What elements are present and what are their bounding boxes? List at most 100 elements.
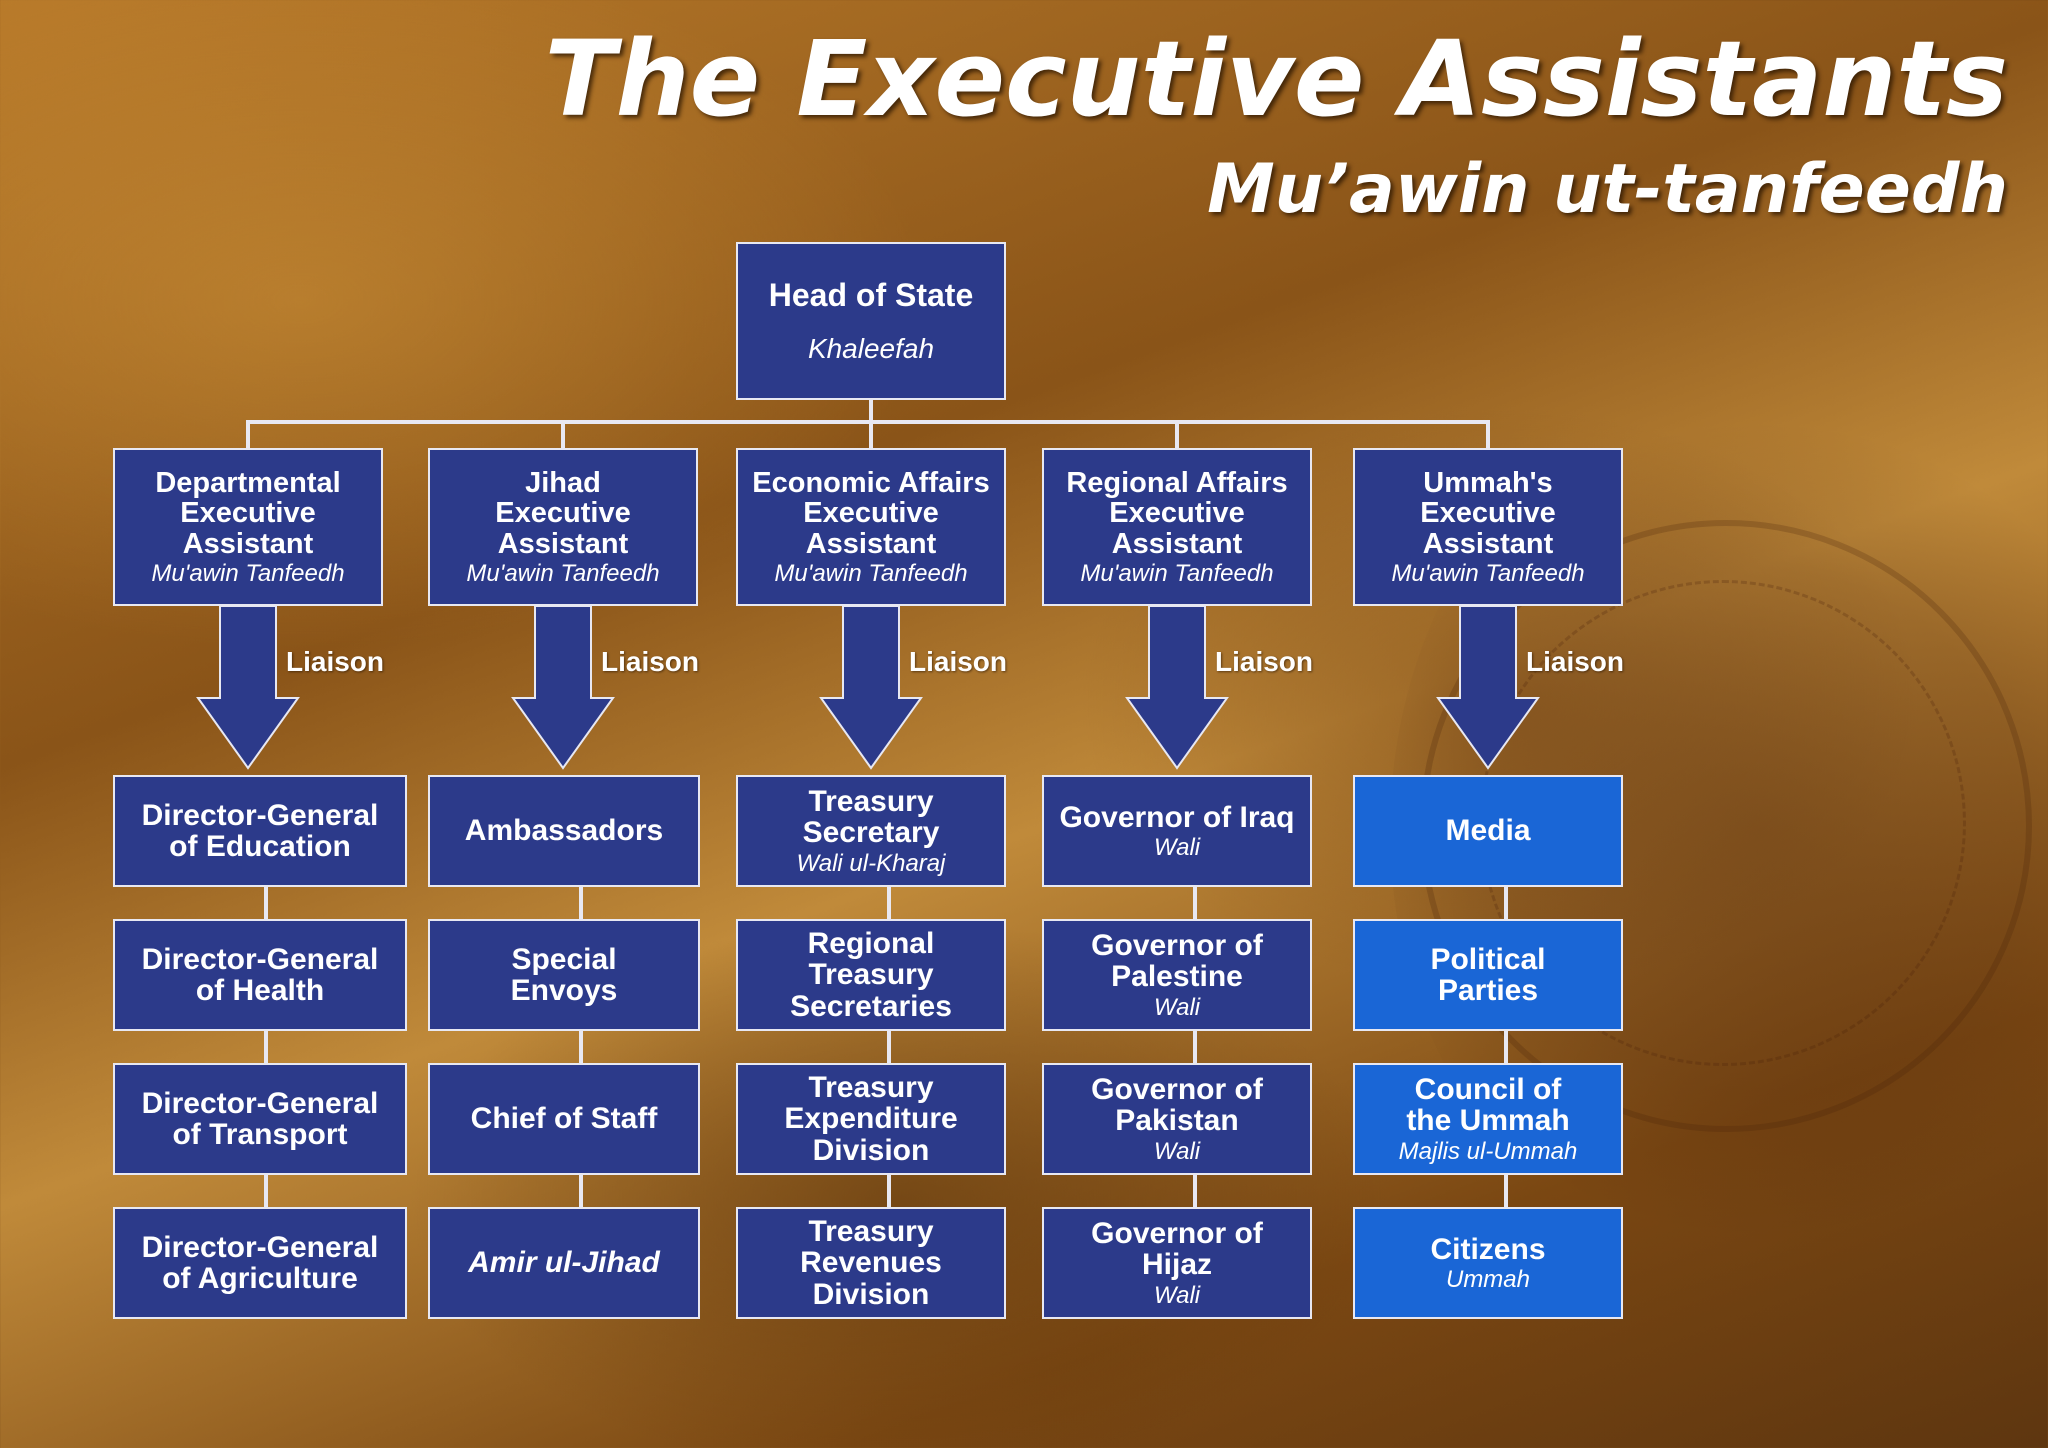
page-title: The Executive Assistants [544,18,2008,140]
executive-assistant-box-3-title: Regional Affairs Executive Assistant [1066,466,1288,560]
liaison-label-3: Liaison [1215,646,1314,677]
column-3-box-0-title: Governor of Iraq [1059,800,1295,834]
column-4-connector-1 [1504,887,1508,919]
column-4-box-0-title: Media [1445,814,1531,848]
column-3-box-1-subtitle: Wali [1153,993,1201,1021]
liaison-arrow-4 [1436,605,1540,770]
liaison-label-0: Liaison [286,646,385,677]
column-0-box-1-title: Director-General of Health [141,942,379,1007]
column-1-connector-3 [579,1175,583,1207]
column-2-box-3-title: Treasury Revenues Division [800,1214,942,1311]
column-3-box-3-subtitle: Wali [1153,1281,1201,1309]
column-1-box-3: Amir ul-Jihad [428,1207,700,1319]
liaison-label-2: Liaison [909,646,1008,677]
column-4-box-0: Media [1353,775,1623,887]
column-3-connector-3 [1193,1175,1197,1207]
executive-assistant-box-1-title: Jihad Executive Assistant [495,466,631,560]
head-of-state-box-subtitle: Khaleefah [807,333,935,365]
executive-assistant-box-2-title: Economic Affairs Executive Assistant [752,466,990,560]
executive-assistant-box-2-subtitle: Mu'awin Tanfeedh [774,560,968,588]
column-1-box-1: Special Envoys [428,919,700,1031]
column-0-connector-1 [264,887,268,919]
executive-assistant-box-4-subtitle: Mu'awin Tanfeedh [1391,560,1585,588]
column-1-box-0: Ambassadors [428,775,700,887]
column-1-connector-2 [579,1031,583,1063]
column-3-box-2-title: Governor of Pakistan [1091,1072,1263,1138]
column-2-box-2: Treasury Expenditure Division [736,1063,1006,1175]
connector-assistant-0 [246,420,250,450]
column-2-box-3: Treasury Revenues Division [736,1207,1006,1319]
liaison-arrow-1 [511,605,615,770]
connector-assistant-4 [1486,420,1490,450]
column-1-box-1-title: Special Envoys [510,942,618,1007]
column-2-box-0-title: Treasury Secretary [802,784,940,850]
column-0-connector-2 [264,1031,268,1063]
liaison-arrow-0 [196,605,300,770]
column-4-box-3-subtitle: Ummah [1445,1266,1530,1294]
liaison-arrow-3 [1125,605,1229,770]
column-2-connector-2 [887,1031,891,1063]
executive-assistant-box-3-subtitle: Mu'awin Tanfeedh [1080,560,1274,588]
head-of-state-box-title: Head of State [768,276,974,313]
column-2-connector-3 [887,1175,891,1207]
executive-assistant-box-0-subtitle: Mu'awin Tanfeedh [151,560,345,588]
page-subtitle: Mu’awin ut-tanfeedh [1207,150,2008,229]
column-1-box-2: Chief of Staff [428,1063,700,1175]
connector-head-down [869,400,873,422]
column-2-box-1: Regional Treasury Secretaries [736,919,1006,1031]
connector-assistant-1 [561,420,565,450]
liaison-arrow-2 [819,605,923,770]
column-0-box-3: Director-General of Agriculture [113,1207,407,1319]
column-0-box-0: Director-General of Education [113,775,407,887]
column-3-connector-2 [1193,1031,1197,1063]
column-0-connector-3 [264,1175,268,1207]
column-3-connector-1 [1193,887,1197,919]
column-2-box-0-subtitle: Wali ul-Kharaj [796,849,946,877]
column-1-box-2-title: Chief of Staff [470,1102,658,1136]
column-4-connector-2 [1504,1031,1508,1063]
column-1-connector-1 [579,887,583,919]
executive-assistant-box-1-subtitle: Mu'awin Tanfeedh [466,560,660,588]
column-2-box-2-title: Treasury Expenditure Division [784,1070,958,1167]
column-3-box-3-title: Governor of Hijaz [1091,1216,1263,1282]
column-0-box-2: Director-General of Transport [113,1063,407,1175]
connector-assistant-3 [1175,420,1179,450]
column-3-box-1-title: Governor of Palestine [1091,928,1263,994]
column-1-box-0-title: Ambassadors [464,814,664,848]
column-4-box-1: Political Parties [1353,919,1623,1031]
column-0-box-1: Director-General of Health [113,919,407,1031]
executive-assistant-box-4-title: Ummah's Executive Assistant [1420,466,1556,560]
column-4-box-2-subtitle: Majlis ul-Ummah [1398,1137,1578,1165]
column-3-box-2-subtitle: Wali [1153,1137,1201,1165]
column-0-box-2-title: Director-General of Transport [141,1086,379,1151]
column-4-connector-3 [1504,1175,1508,1207]
liaison-label-1: Liaison [601,646,700,677]
column-1-box-3-title: Amir ul-Jihad [468,1246,660,1280]
liaison-label-4: Liaison [1526,646,1625,677]
connector-horizontal-bar [246,420,1490,424]
column-4-box-1-title: Political Parties [1430,942,1546,1007]
column-4-box-3-title: Citizens [1430,1232,1546,1266]
column-0-box-0-title: Director-General of Education [141,798,379,863]
column-2-connector-1 [887,887,891,919]
connector-assistant-2 [869,420,873,450]
column-4-box-2-title: Council of the Ummah [1406,1072,1570,1138]
column-2-box-1-title: Regional Treasury Secretaries [790,926,952,1023]
column-0-box-3-title: Director-General of Agriculture [141,1230,379,1295]
executive-assistant-box-0-title: Departmental Executive Assistant [155,466,341,560]
column-3-box-0-subtitle: Wali [1153,834,1201,862]
